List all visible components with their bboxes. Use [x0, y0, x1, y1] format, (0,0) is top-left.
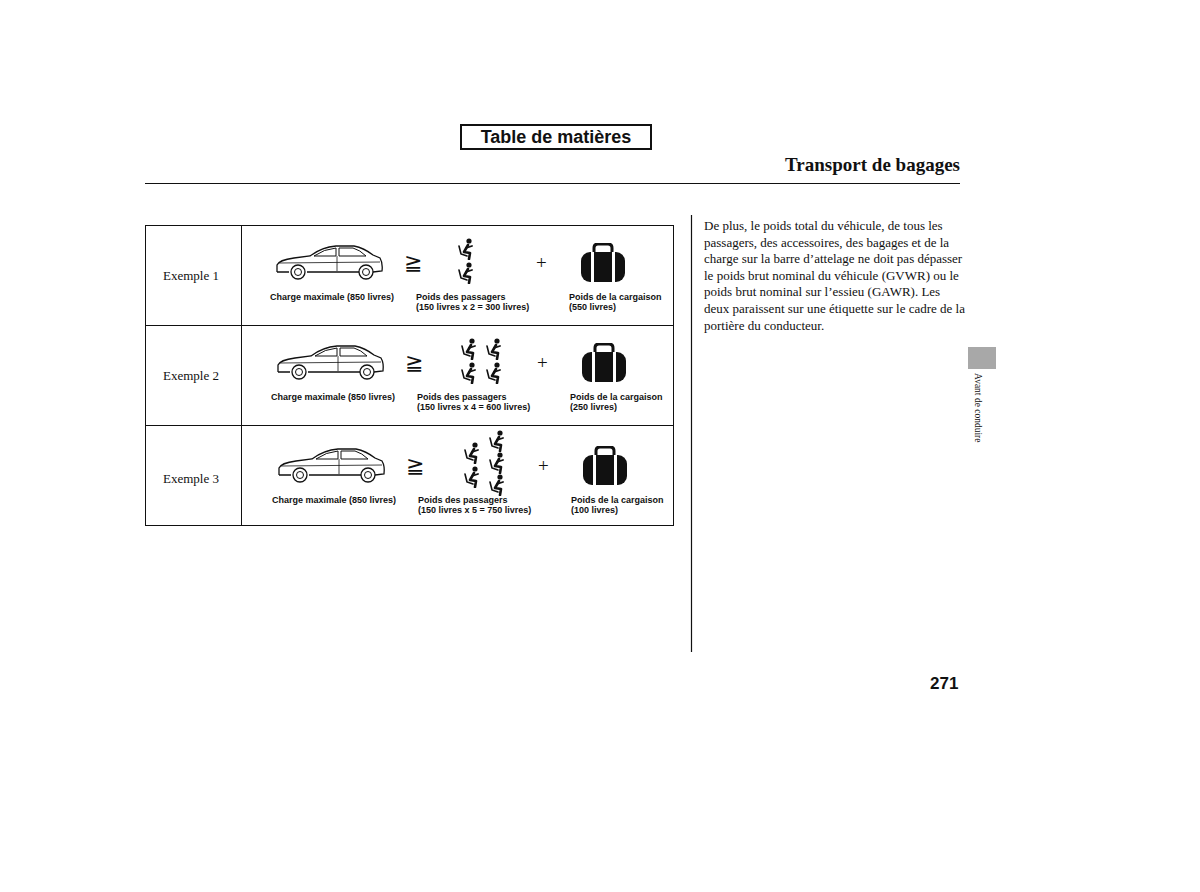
passenger-calc: (150 livres x 4 = 600 livres): [417, 402, 530, 412]
greater-equal-sign: ≧: [404, 250, 422, 276]
plus-sign: +: [538, 455, 549, 477]
row-label: Exemple 3: [163, 471, 219, 487]
cargo-caption: Poids de la cargaison: [571, 495, 664, 505]
cargo-value: (100 livres): [571, 505, 618, 515]
plus-sign: +: [537, 352, 548, 374]
toc-label: Table de matières: [481, 127, 632, 148]
body-paragraph: De plus, le poids total du véhicule, de …: [704, 218, 966, 334]
toc-box: Table de matières: [460, 124, 652, 150]
passenger-caption: Poids des passagers: [417, 392, 507, 402]
row-label: Exemple 2: [163, 368, 219, 384]
max-load-caption: Charge maximale (850 livres): [272, 495, 396, 505]
cargo-value: (550 livres): [569, 302, 616, 312]
cars: [277, 246, 384, 482]
passenger-caption: Poids des passagers: [416, 292, 506, 302]
greater-equal-sign: ≧: [405, 350, 423, 376]
plus-sign: +: [536, 252, 547, 274]
greater-equal-sign: ≧: [406, 453, 424, 479]
row-label: Exemple 1: [163, 268, 219, 284]
page-title: Transport de bagages: [785, 154, 960, 176]
passenger-icons: [459, 238, 503, 495]
side-tab: [968, 347, 996, 369]
max-load-caption: Charge maximale (850 livres): [270, 292, 394, 302]
passenger-calc: (150 livres x 5 = 750 livres): [418, 505, 531, 515]
max-load-caption: Charge maximale (850 livres): [271, 392, 395, 402]
passenger-calc: (150 livres x 2 = 300 livres): [416, 302, 529, 312]
side-tab-label: Avant de conduire: [973, 373, 983, 442]
luggage-icons: [581, 244, 627, 485]
passenger-caption: Poids des passagers: [418, 495, 508, 505]
cargo-caption: Poids de la cargaison: [569, 292, 662, 302]
cargo-value: (250 livres): [570, 402, 617, 412]
cargo-caption: Poids de la cargaison: [570, 392, 663, 402]
page-number: 271: [930, 674, 958, 694]
